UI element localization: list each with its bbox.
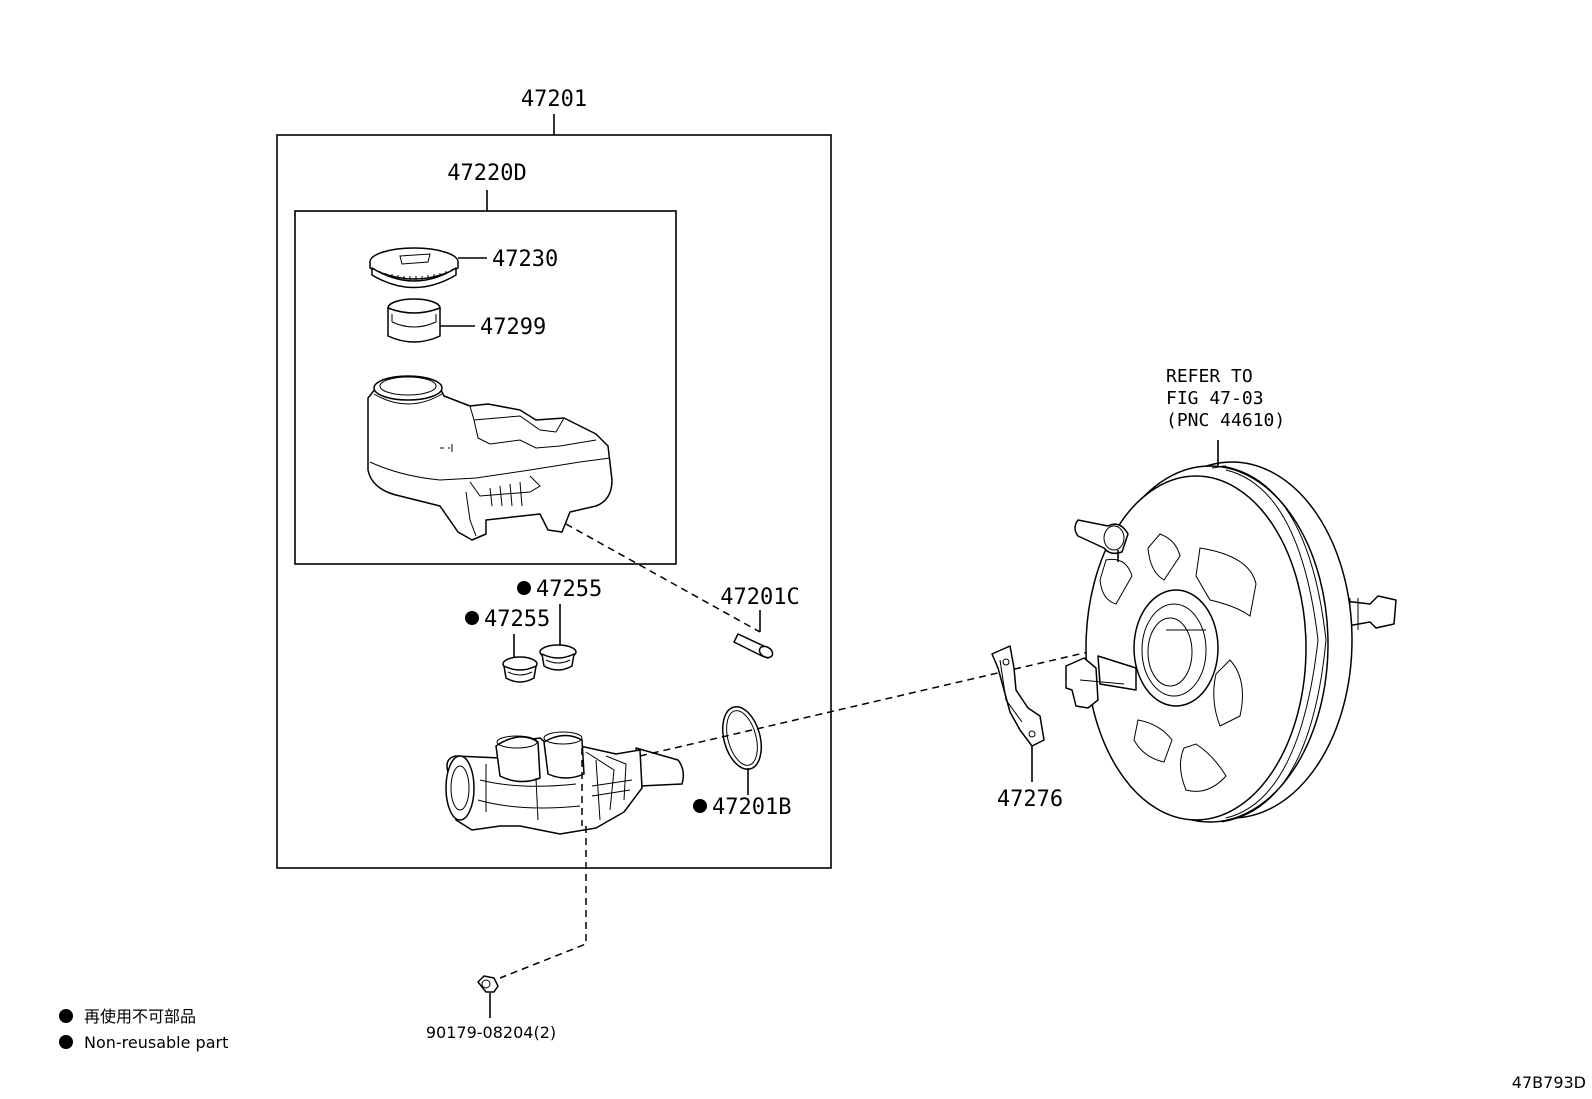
label-47230: 47230 [492,247,558,272]
legend: 再使用不可部品 Non-reusable part [59,1007,228,1052]
non-reusable-bullet-icon-2 [59,1035,73,1049]
label-47201: 47201 [521,87,587,112]
refer-line-3: (PNC 44610) [1166,410,1285,431]
nut-dash [499,826,587,979]
reservoir-pin: 47201C [565,523,800,659]
reservoir-inner-box [294,210,677,565]
label-47276: 47276 [997,787,1063,812]
refer-line-2: FIG 47-03 [1166,388,1264,409]
gasket-bracket: 47276 [991,645,1063,812]
legend-line-1: 再使用不可部品 [84,1007,196,1026]
figure-code: 47B793D [1512,1073,1586,1092]
reservoir-strainer: 47299 [387,298,546,343]
master-cylinder-body [445,731,685,835]
refer-line-1: REFER TO [1166,366,1253,387]
nut: 90179-08204(2) [426,975,556,1042]
o-ring: 47201B [693,705,791,820]
legend-line-2: Non-reusable part [84,1033,228,1052]
reservoir-tank [367,375,613,541]
brake-booster: REFER TO FIG 47-03 (PNC 44610) [1065,366,1397,823]
assembly-47201-group: 47201 [276,87,832,869]
cylinder-booster-dash [639,639,1141,757]
label-90179-08204: 90179-08204(2) [426,1023,556,1042]
label-47255-lower: 47255 [484,607,550,632]
reservoir-assembly-group: 47220D [294,161,677,565]
grommet-upper: 47255 [517,577,602,671]
label-47220D: 47220D [447,161,526,186]
non-reusable-bullet-icon [59,1009,73,1023]
label-47255-upper: 47255 [536,577,602,602]
label-47201C: 47201C [720,585,799,610]
label-47299: 47299 [480,315,546,340]
label-47201B: 47201B [712,795,791,820]
grommet-lower: 47255 [465,607,550,683]
reservoir-cap: 47230 [369,247,558,289]
